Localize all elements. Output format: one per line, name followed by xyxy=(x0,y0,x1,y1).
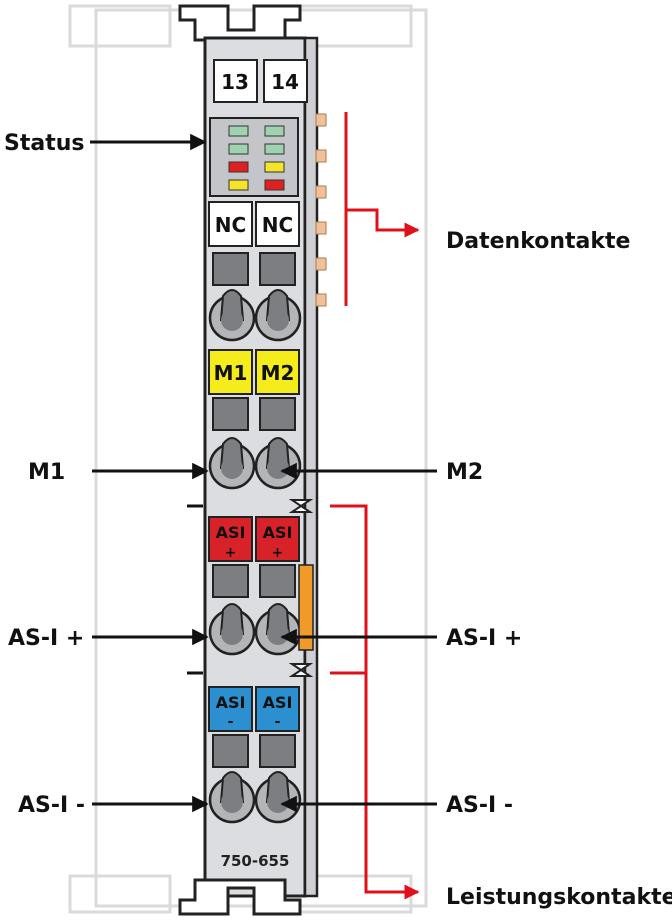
status-leds xyxy=(228,125,285,191)
nc-label-right-text: NC xyxy=(262,213,293,237)
data-contact xyxy=(315,149,327,163)
nc-label-left-text: NC xyxy=(215,213,246,237)
release-slot xyxy=(259,564,296,598)
release-slot xyxy=(212,252,249,286)
power-contact-notch-upper xyxy=(288,499,314,513)
status-callout: Status xyxy=(4,131,84,156)
m1-callout: M1 xyxy=(28,460,65,485)
status-led xyxy=(228,179,249,191)
slot-label-right xyxy=(263,59,308,103)
module-right-rail xyxy=(303,36,319,898)
asi-plus-left-callout: AS-I + xyxy=(8,626,84,651)
power-contact-notch-lower xyxy=(288,663,314,677)
m2-callout: M2 xyxy=(446,460,483,485)
nc-labels: NC NC xyxy=(208,201,300,247)
release-slot xyxy=(212,734,249,768)
asi-minus-left-callout: AS-I - xyxy=(18,793,85,818)
asi-minus-right-sign: - xyxy=(275,714,281,730)
release-slot xyxy=(259,734,296,768)
wire-terminal xyxy=(208,603,256,656)
asi-plus-right-text: ASI xyxy=(263,523,293,542)
power-contacts-bracket xyxy=(330,504,420,900)
asi-plus-right-sign: + xyxy=(272,545,284,561)
status-led xyxy=(264,161,285,173)
wire-terminals xyxy=(208,289,302,824)
data-contacts-bracket xyxy=(344,112,420,306)
asi-minus-left-sign: - xyxy=(228,714,234,730)
asi-minus-right-text: ASI xyxy=(263,693,293,712)
wire-terminal xyxy=(208,437,256,490)
model-number: 750-655 xyxy=(221,852,290,870)
asi-plus-labels: ASI ASI + + xyxy=(208,516,300,562)
asi-minus-right-callout: AS-I - xyxy=(446,793,513,818)
data-contact xyxy=(315,185,327,199)
m2-label-text: M2 xyxy=(261,361,295,385)
slot-label-left-text: 13 xyxy=(221,70,249,94)
status-led xyxy=(264,125,285,137)
nc-label-right xyxy=(255,201,300,247)
slot-labels: 13 14 xyxy=(213,59,308,103)
asi-minus-labels: ASI ASI - - xyxy=(208,686,300,732)
release-slot xyxy=(259,252,296,286)
status-led xyxy=(228,161,249,173)
leistungskontakte-callout: Leistungskontakte xyxy=(446,885,672,910)
asi-plus-left-text: ASI xyxy=(216,523,246,542)
data-contacts xyxy=(315,113,327,307)
release-slot xyxy=(212,564,249,598)
asi-minus-label-right xyxy=(255,686,300,732)
slot-label-left xyxy=(213,59,258,103)
release-slot xyxy=(259,397,296,431)
nc-label-left xyxy=(208,201,253,247)
data-contact xyxy=(315,221,327,235)
m-labels: M1 M2 xyxy=(208,349,300,395)
status-led xyxy=(228,143,249,155)
wire-terminal xyxy=(254,289,302,342)
top-clip xyxy=(178,4,302,42)
asi-minus-label-left xyxy=(208,686,253,732)
slot-label-right-text: 14 xyxy=(271,70,299,94)
m1-label xyxy=(208,349,253,395)
wire-terminal xyxy=(208,289,256,342)
m2-label xyxy=(255,349,300,395)
status-led xyxy=(264,143,285,155)
datenkontakte-callout: Datenkontakte xyxy=(446,229,630,254)
status-led xyxy=(228,125,249,137)
bottom-clip xyxy=(178,878,302,916)
asi-plus-right-callout: AS-I + xyxy=(446,626,522,651)
orange-jumper xyxy=(298,564,314,651)
data-contact xyxy=(315,257,327,271)
status-led-panel xyxy=(209,117,299,197)
power-contact-markers xyxy=(187,499,314,677)
asi-plus-left-sign: + xyxy=(225,545,237,561)
release-slots xyxy=(212,252,296,768)
m1-label-text: M1 xyxy=(214,361,248,385)
release-slot xyxy=(212,397,249,431)
wire-terminal xyxy=(208,771,256,824)
data-contact xyxy=(315,113,327,127)
asi-plus-label-right xyxy=(255,516,300,562)
asi-plus-label-left xyxy=(208,516,253,562)
callout-arrows xyxy=(90,133,437,813)
asi-minus-left-text: ASI xyxy=(216,693,246,712)
status-led xyxy=(264,179,285,191)
data-contact xyxy=(315,293,327,307)
